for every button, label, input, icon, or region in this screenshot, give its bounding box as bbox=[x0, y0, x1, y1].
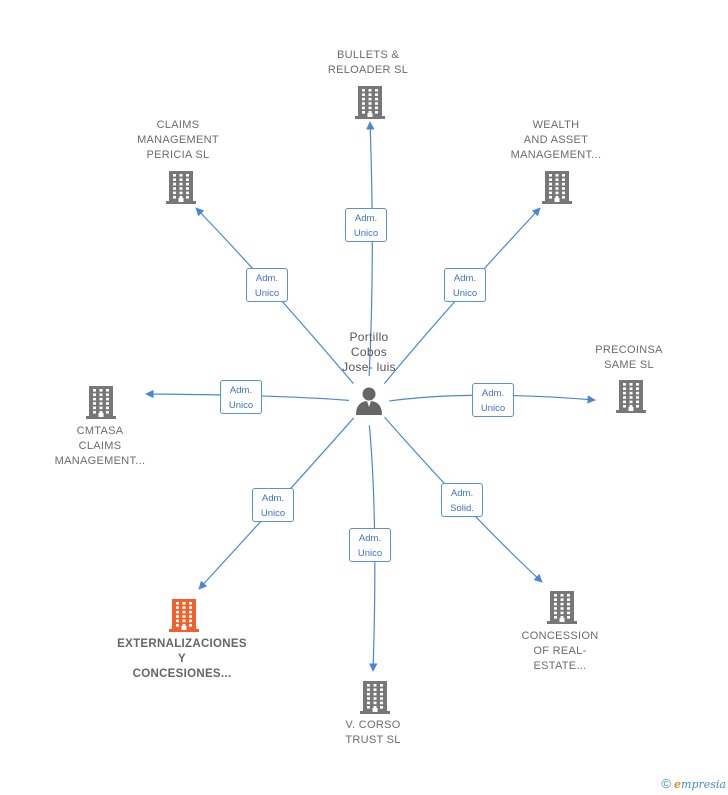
building-icon[interactable] bbox=[616, 379, 646, 418]
building-icon[interactable] bbox=[542, 170, 572, 209]
building-icon[interactable] bbox=[166, 170, 196, 209]
edge-label-vcorso[interactable]: Adm. Unico bbox=[349, 528, 391, 562]
edge-label-concession[interactable]: Adm. Solid. bbox=[441, 483, 483, 517]
edge-label-claims_pericia[interactable]: Adm. Unico bbox=[246, 268, 288, 302]
person-name[interactable]: Portillo Cobos Jose- luis bbox=[342, 330, 396, 374]
company-label-wealth[interactable]: WEALTH AND ASSET MANAGEMENT... bbox=[510, 119, 602, 161]
person-icon[interactable] bbox=[354, 385, 384, 420]
edge-bullets bbox=[366, 121, 375, 376]
edge-label-wealth[interactable]: Adm. Unico bbox=[444, 268, 486, 302]
company-label-concession[interactable]: CONCESSION OF REAL- ESTATE... bbox=[521, 630, 599, 672]
edge-wealth bbox=[383, 207, 541, 385]
edge-cmtasa bbox=[145, 389, 349, 401]
company-label-externalizaciones[interactable]: EXTERNALIZACIONES Y CONCESIONES... bbox=[117, 638, 247, 680]
edge-label-cmtasa[interactable]: Adm. Unico bbox=[220, 380, 262, 414]
company-label-bullets[interactable]: BULLETS & RELOADER SL bbox=[327, 49, 409, 76]
company-label-cmtasa[interactable]: CMTASA CLAIMS MANAGEMENT... bbox=[54, 425, 146, 467]
footer-brand[interactable]: © empresia bbox=[661, 776, 726, 791]
building-icon[interactable] bbox=[86, 385, 116, 424]
edge-label-bullets[interactable]: Adm. Unico bbox=[345, 208, 387, 242]
building-icon[interactable] bbox=[169, 598, 199, 637]
edge-label-precoinsa[interactable]: Adm. Unico bbox=[472, 383, 514, 417]
company-label-claims_pericia[interactable]: CLAIMS MANAGEMENT PERICIA SL bbox=[137, 119, 219, 161]
brand-logo: empresia bbox=[674, 778, 726, 791]
edge-label-externalizaciones[interactable]: Adm. Unico bbox=[252, 488, 294, 522]
company-label-precoinsa[interactable]: PRECOINSA SAME SL bbox=[595, 344, 663, 371]
building-icon[interactable] bbox=[355, 85, 385, 124]
copyright-icon: © bbox=[661, 776, 671, 791]
company-label-vcorso[interactable]: V. CORSO TRUST SL bbox=[345, 719, 401, 746]
building-icon[interactable] bbox=[360, 680, 390, 719]
building-icon[interactable] bbox=[547, 590, 577, 629]
